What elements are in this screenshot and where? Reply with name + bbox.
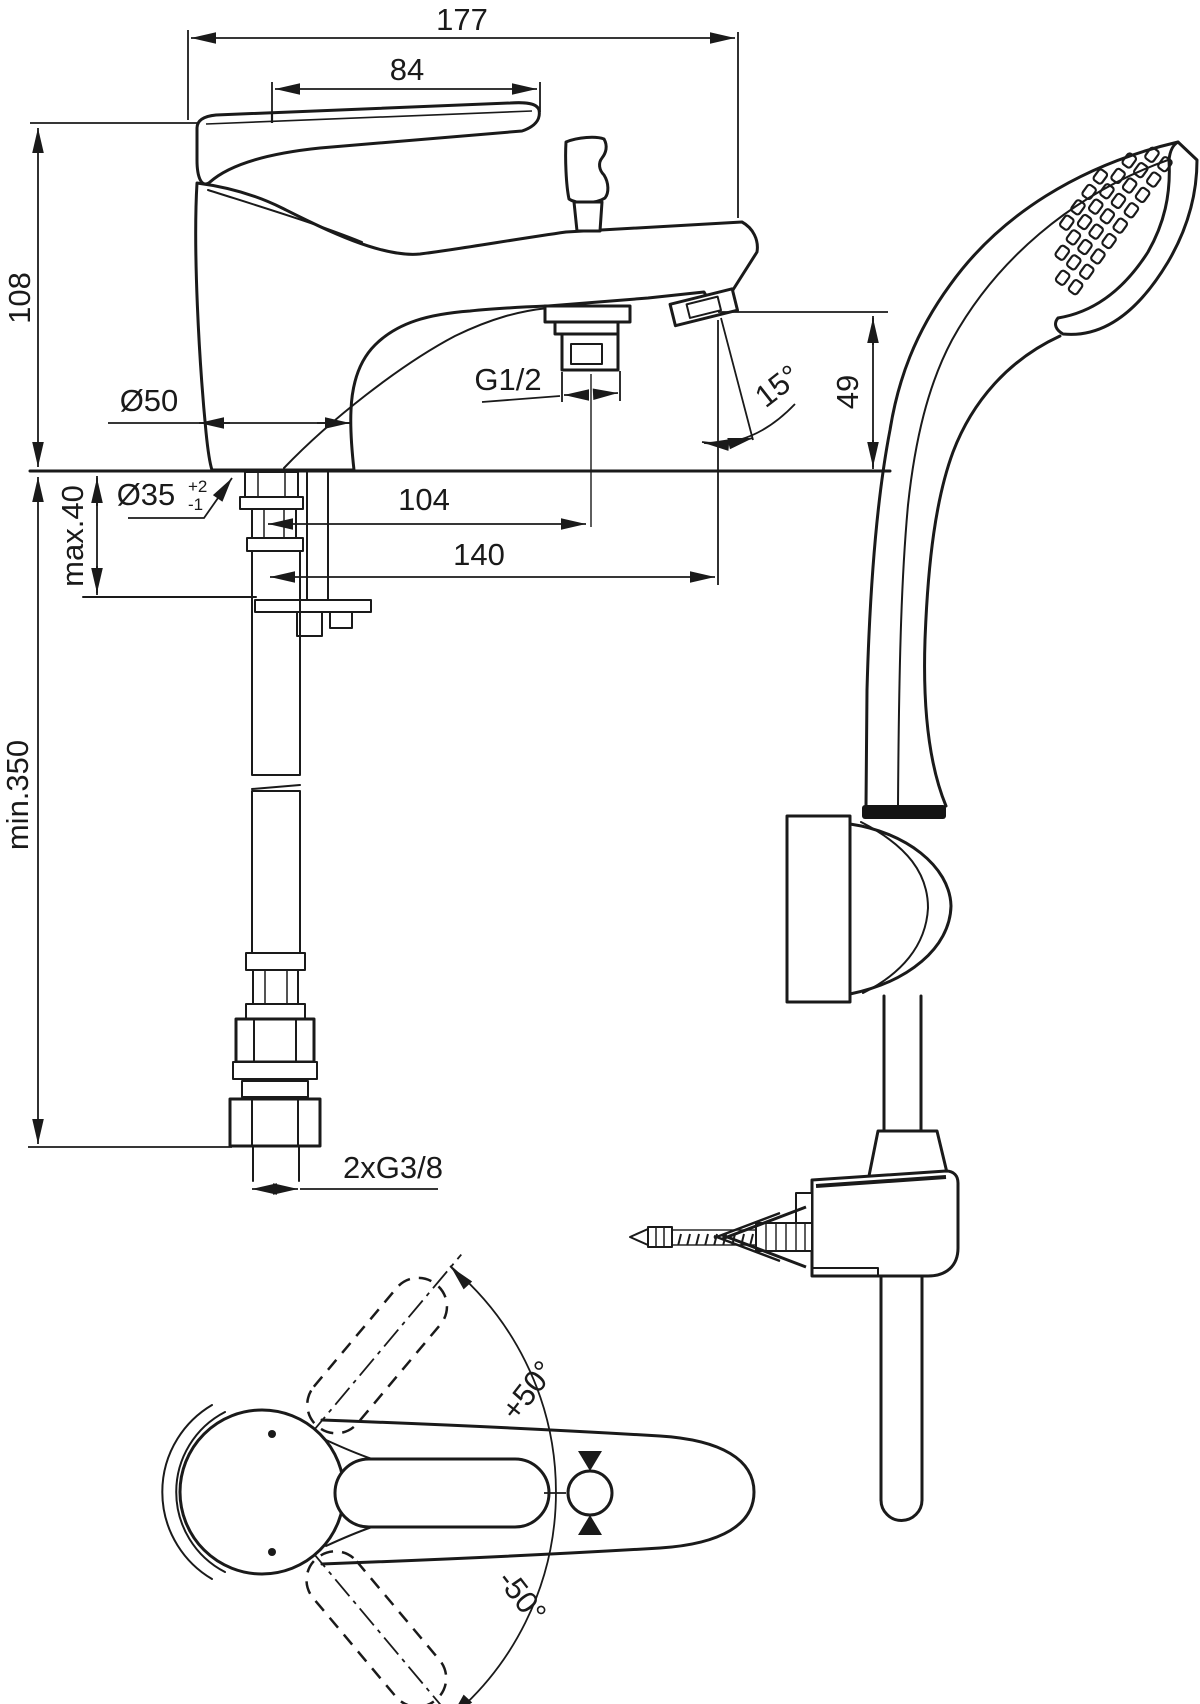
dim-label-outlet-offset: 104: [398, 482, 450, 517]
dim-deck-hole: Ø35 +2 -1: [117, 477, 233, 519]
supply-tube: [252, 1145, 300, 1182]
mixer-body-top-outline: [320, 1418, 756, 1566]
dim-supply-connection: 2xG3/8: [252, 1150, 443, 1195]
handle-cap-circle: [178, 1408, 346, 1576]
dim-hose-length: min.350: [0, 477, 232, 1148]
hand-shower-set: [629, 140, 1199, 1522]
dim-outlet-thread: G1/2: [474, 362, 621, 527]
handle-pivot: [544, 1451, 614, 1535]
outlet-fitting-g12: [543, 304, 632, 372]
wall-bracket-holder: [785, 814, 953, 1004]
dim-body-diameter: Ø50: [108, 383, 352, 429]
body-spout-crease: [283, 307, 549, 469]
dim-label-body-height: 108: [2, 272, 37, 324]
dim-outlet-offset: 104: [268, 482, 586, 530]
mounting-flange: [254, 599, 372, 637]
dim-total-length: 177: [187, 2, 739, 218]
threaded-shank: [239, 471, 304, 552]
dim-deck-thickness: max.40: [55, 476, 103, 595]
shower-nozzles: [1054, 146, 1173, 296]
dim-label-outlet-height: 49: [830, 375, 865, 409]
dim-label-handle-length: 84: [390, 52, 424, 87]
cap-outer-arc-2: [161, 1404, 213, 1580]
dim-label-outlet-angle: 15°: [748, 358, 806, 414]
dim-label-supply-connection: 2xG3/8: [343, 1150, 443, 1185]
holder-collar: [862, 805, 946, 819]
compression-fitting: [228, 952, 322, 1182]
dim-label-swing-up: +50°: [494, 1354, 562, 1427]
dim-label-spout-reach: 140: [453, 537, 505, 572]
side-view-mixer: [28, 101, 892, 1182]
handle-lever-top: [333, 1457, 551, 1529]
shower-handle-inner-line: [897, 159, 1169, 807]
spout-outlet-aerator: [668, 287, 739, 328]
dim-label-outlet-thread: G1/2: [474, 362, 541, 397]
cap-outer-arc-1: [175, 1411, 226, 1573]
handle-lever: [195, 101, 541, 186]
shower-hose-upper: [882, 994, 923, 1133]
dim-label-deck-hole: Ø35: [117, 477, 176, 512]
dim-handle-length: 84: [271, 52, 541, 113]
wall-bracket-base: [795, 1169, 960, 1278]
diverter-knob: [564, 135, 610, 233]
dim-label-body-diameter: Ø50: [120, 383, 179, 418]
dim-body-height: 108: [2, 122, 197, 467]
dim-outlet-angle: 15°: [701, 317, 807, 585]
swivel-arc: [449, 1265, 557, 1704]
lever-top-edge-line: [205, 110, 533, 125]
shower-handle-left-edge: [864, 140, 1180, 808]
wall-plug: [713, 1205, 813, 1269]
dim-label-deck-hole-tol-lower: -1: [188, 495, 203, 514]
top-view-handle-swivel: +50° -50°: [161, 1253, 756, 1704]
dim-label-total-length: 177: [436, 2, 488, 37]
dim-label-hose-length: min.350: [0, 740, 35, 850]
lever-shoulder-bottom: [325, 1526, 373, 1547]
shower-head-face: [1054, 140, 1199, 336]
dim-spout-reach: 140: [270, 537, 715, 583]
dim-label-deck-hole-tol-upper: +2: [188, 477, 207, 496]
shower-handle-right-edge: [923, 334, 1062, 808]
dimensions: 177 84 108 Ø50 Ø35 +2 -1: [0, 2, 888, 1195]
cap-dot-bottom: [268, 1548, 276, 1556]
mounting-stud: [306, 471, 329, 601]
shower-hose-lower: [879, 1274, 924, 1522]
fixing-screw: [629, 1226, 759, 1248]
cap-dot-top: [268, 1430, 276, 1438]
body-cap-seam: [207, 189, 363, 243]
dim-label-deck-thickness: max.40: [55, 485, 90, 587]
dim-outlet-height: 49: [718, 311, 888, 469]
lever-shoulder-top: [325, 1439, 373, 1460]
